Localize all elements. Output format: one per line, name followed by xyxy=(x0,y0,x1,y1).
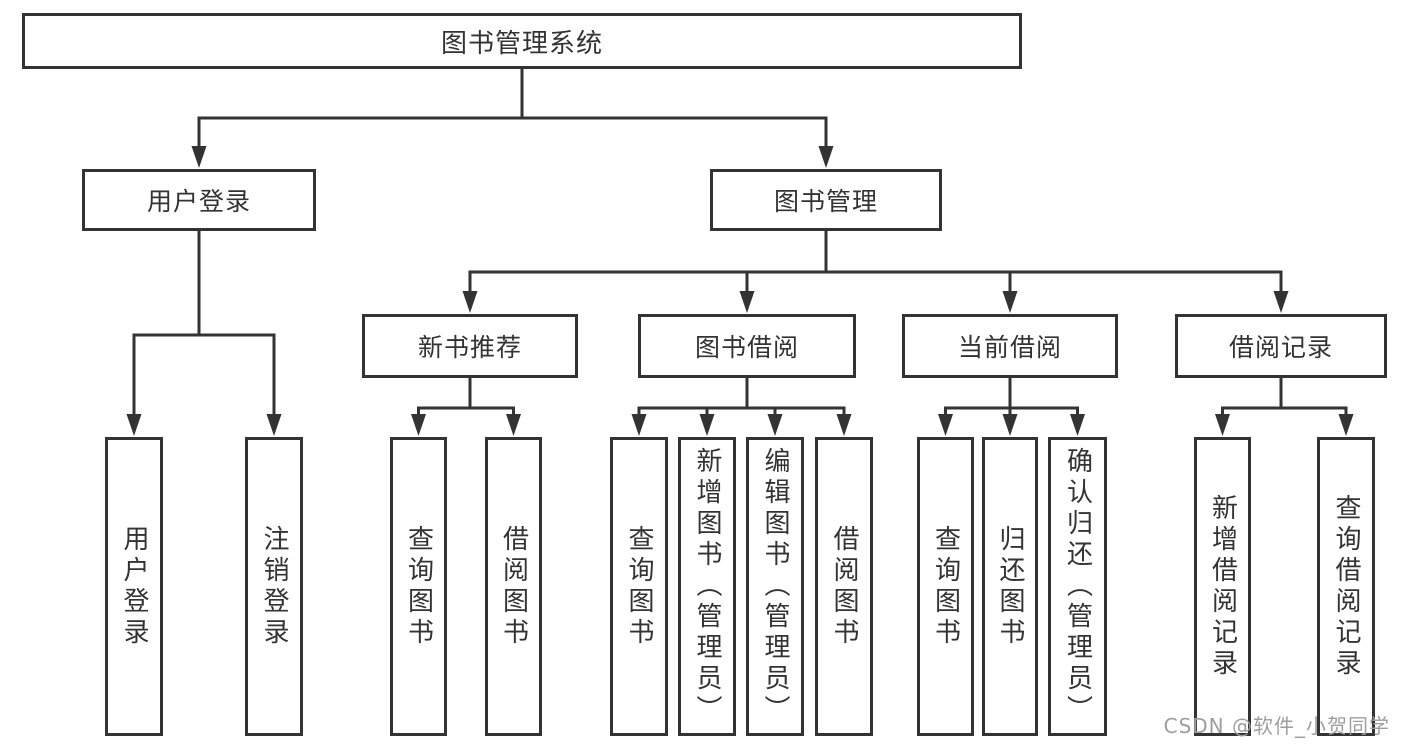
arrowhead-icon xyxy=(266,414,282,436)
node-user-login-label: 用户登录 xyxy=(146,187,251,216)
arrowhead-icon xyxy=(1215,414,1230,436)
node-logout-leaf-label: 注销登录 xyxy=(259,524,289,649)
node-add-books-admin: 新增图书（管理员） xyxy=(678,437,736,736)
node-book-borrowing-label: 图书借阅 xyxy=(694,333,799,362)
node-query-borrowing-record: 查询借阅记录 xyxy=(1317,437,1375,736)
node-add-books-admin-label: 新增图书（管理员） xyxy=(692,447,722,726)
node-borrowing-records: 借阅记录 xyxy=(1175,314,1387,378)
arrowhead-icon xyxy=(506,414,521,436)
arrowhead-icon xyxy=(1002,414,1018,436)
node-confirm-return-admin-label: 确认归还（管理员） xyxy=(1062,447,1093,726)
node-query-books-current-label: 查询图书 xyxy=(930,524,961,649)
arrowhead-icon xyxy=(699,414,715,436)
node-return-books: 归还图书 xyxy=(982,437,1038,736)
connector-user-split xyxy=(132,229,276,416)
connector-borrowing-split xyxy=(637,376,846,416)
node-query-books-borrowing-label: 查询图书 xyxy=(624,524,654,649)
arrowhead-icon xyxy=(631,414,647,436)
arrowhead-icon xyxy=(1273,291,1289,313)
connector-mgmt-split xyxy=(468,229,1283,293)
arrowhead-icon xyxy=(1338,414,1354,436)
node-query-books-recommend-label: 查询图书 xyxy=(403,524,434,649)
node-borrow-books-borrowing: 借阅图书 xyxy=(815,437,873,736)
arrowhead-icon xyxy=(462,291,478,313)
node-root: 图书管理系统 xyxy=(22,13,1022,69)
connector-current-split xyxy=(944,376,1079,416)
node-new-book-recommendation: 新书推荐 xyxy=(362,314,578,378)
node-add-borrowing-record: 新增借阅记录 xyxy=(1194,437,1251,736)
node-edit-books-admin: 编辑图书（管理员） xyxy=(746,437,804,736)
node-book-borrowing: 图书借阅 xyxy=(638,314,856,378)
arrowhead-icon xyxy=(836,414,852,436)
node-user-login: 用户登录 xyxy=(82,169,316,231)
node-user-login-leaf-label: 用户登录 xyxy=(119,524,149,649)
node-edit-books-admin-label: 编辑图书（管理员） xyxy=(760,447,790,726)
arrowhead-icon xyxy=(739,291,755,313)
node-query-books-recommend: 查询图书 xyxy=(390,437,447,736)
arrowhead-icon xyxy=(818,146,834,168)
node-query-books-current: 查询图书 xyxy=(917,437,974,736)
node-logout-leaf: 注销登录 xyxy=(245,437,303,736)
node-root-label: 图书管理系统 xyxy=(440,28,603,59)
node-current-borrowing-label: 当前借阅 xyxy=(957,333,1062,362)
arrowhead-icon xyxy=(126,414,142,436)
node-borrow-books-borrowing-label: 借阅图书 xyxy=(829,524,859,649)
arrowhead-icon xyxy=(767,414,783,436)
node-book-management: 图书管理 xyxy=(710,169,942,231)
node-new-book-recommendation-label: 新书推荐 xyxy=(417,333,522,362)
watermark-text: CSDN @软件_小贺同学 xyxy=(1163,714,1390,738)
arrowhead-icon xyxy=(1002,291,1018,313)
node-confirm-return-admin: 确认归还（管理员） xyxy=(1048,437,1107,736)
node-user-login-leaf: 用户登录 xyxy=(105,437,163,736)
node-query-borrowing-record-label: 查询借阅记录 xyxy=(1331,493,1361,680)
connector-root-split xyxy=(197,67,828,148)
connector-records-split xyxy=(1221,376,1348,416)
node-return-books-label: 归还图书 xyxy=(995,524,1025,649)
arrowhead-icon xyxy=(411,414,426,436)
node-borrow-books-recommend: 借阅图书 xyxy=(485,437,542,736)
node-current-borrowing: 当前借阅 xyxy=(902,314,1118,378)
arrowhead-icon xyxy=(938,414,953,436)
node-add-borrowing-record-label: 新增借阅记录 xyxy=(1207,493,1238,680)
node-borrow-books-recommend-label: 借阅图书 xyxy=(498,524,529,649)
connector-recommend-split xyxy=(417,376,515,416)
arrowhead-icon xyxy=(191,146,207,168)
node-borrowing-records-label: 借阅记录 xyxy=(1228,333,1333,362)
node-query-books-borrowing: 查询图书 xyxy=(610,437,668,736)
arrowhead-icon xyxy=(1070,414,1085,436)
node-book-management-label: 图书管理 xyxy=(773,187,878,216)
